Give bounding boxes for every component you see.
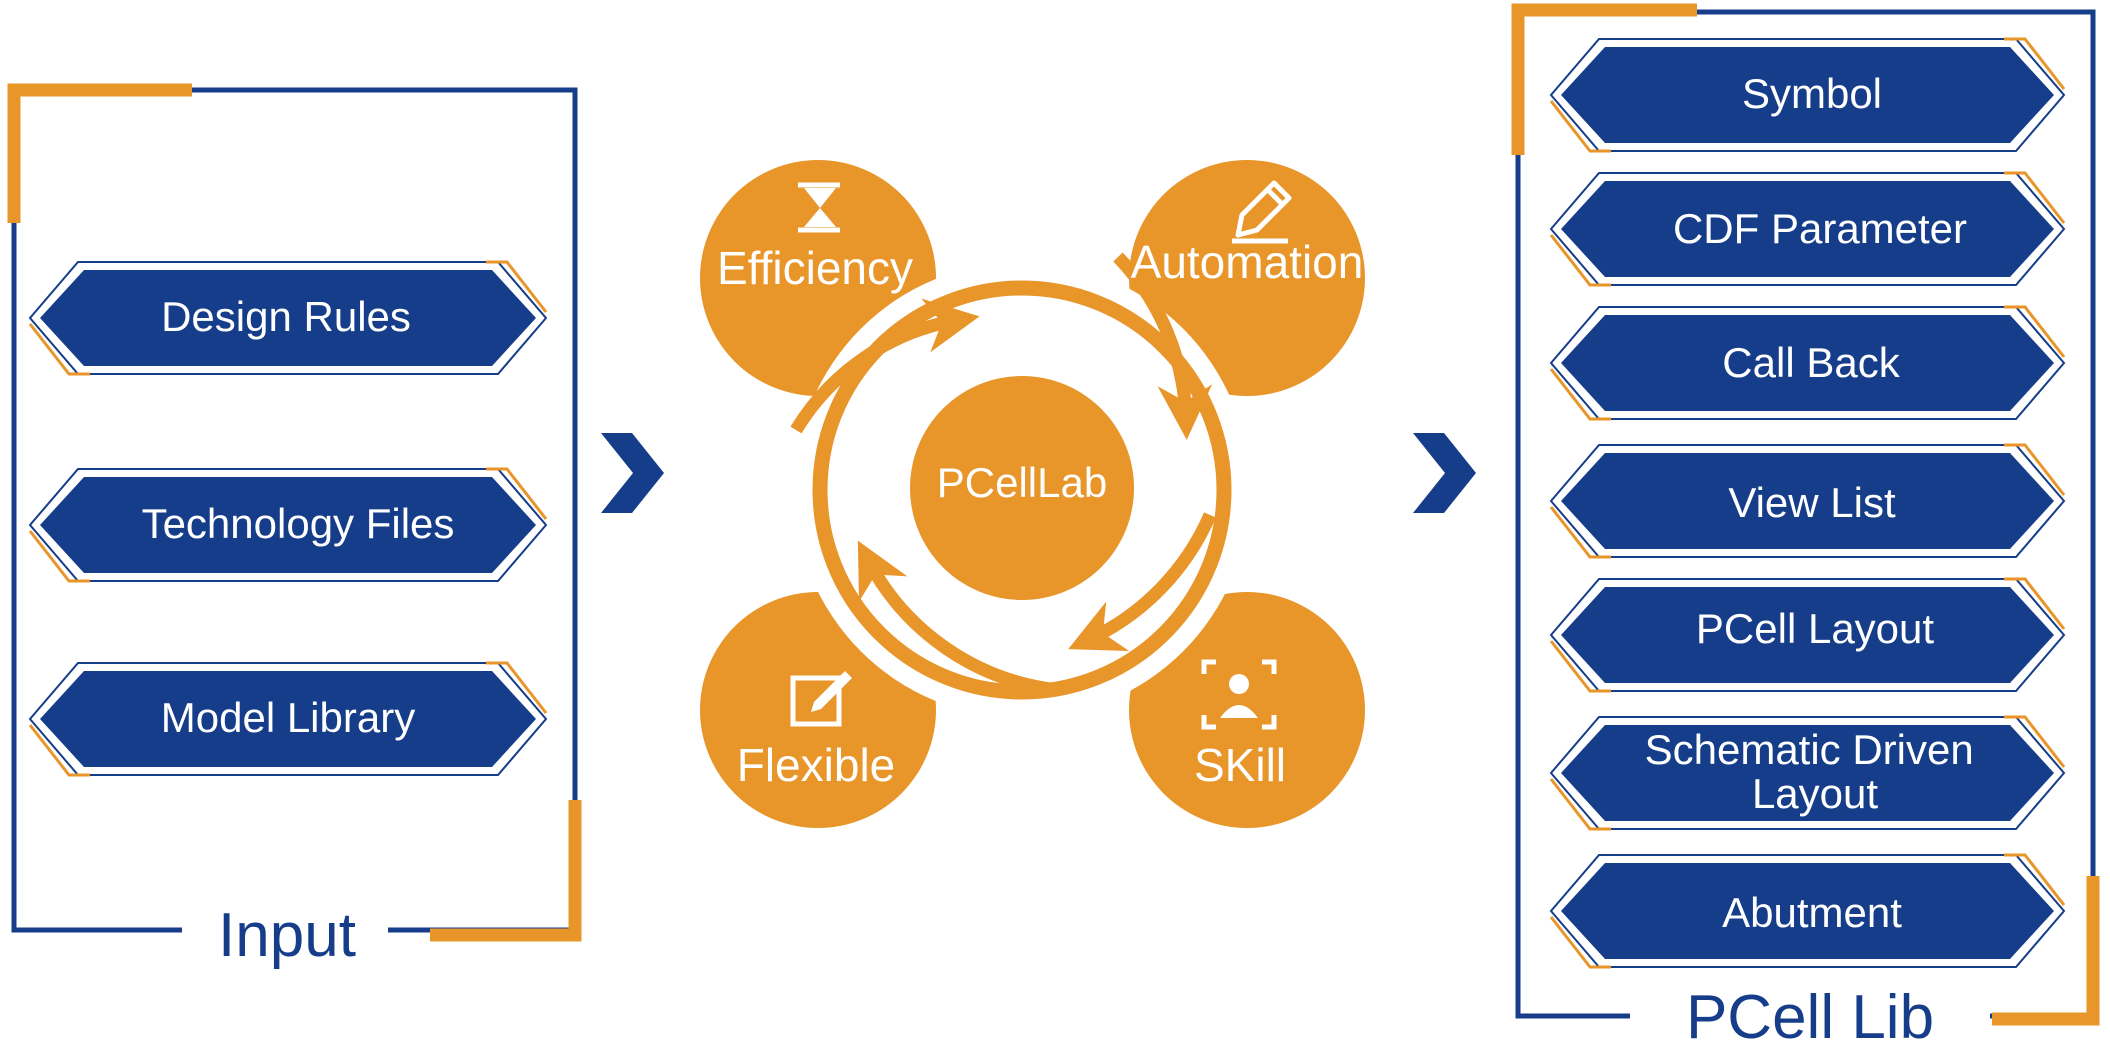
output-item-label: Call Back <box>1722 339 1900 386</box>
output-frame-accent-bottom <box>1992 876 2100 1026</box>
output-title: PCell Lib <box>1686 983 1934 1049</box>
output-item-call-back[interactable]: Call Back <box>1549 305 2066 421</box>
hourglass-icon <box>798 182 840 233</box>
person-scan-icon <box>1201 659 1277 730</box>
feature-label-automation: Automation <box>1131 236 1364 288</box>
input-item-label: Design Rules <box>161 293 411 340</box>
cycle-arrow-left <box>790 298 980 434</box>
feature-label-flexible: Flexible <box>737 739 896 791</box>
input-frame-accent-bottom <box>430 800 582 942</box>
core-circle <box>910 376 1134 600</box>
input-item-technology-files[interactable]: Technology Files <box>28 467 548 583</box>
feature-label-efficiency: Efficiency <box>717 242 913 294</box>
output-item-label: View List <box>1728 479 1896 526</box>
input-item-label: Technology Files <box>142 500 455 547</box>
input-title: Input <box>218 901 356 970</box>
chevron-right-icon <box>1413 433 1476 513</box>
input-item-model-library[interactable]: Model Library <box>28 661 548 777</box>
input-panel: Input Design Rules Technology Files Mode… <box>7 83 582 970</box>
cycle-arrow-bottom-right <box>1068 512 1216 652</box>
output-item-label: Schematic Driven Layout <box>1645 726 1986 817</box>
pencil-icon <box>1232 180 1292 244</box>
output-frame-accent-top <box>1511 3 1697 155</box>
input-item-label: Model Library <box>161 694 415 741</box>
output-item-cdf-parameter[interactable]: CDF Parameter <box>1549 171 2066 287</box>
input-frame-accent-top <box>7 83 192 223</box>
output-item-pcell-layout[interactable]: PCell Layout <box>1549 577 2066 693</box>
cycle-arrow-bottom-left <box>857 540 1059 697</box>
cycle-ring <box>812 280 1232 700</box>
output-item-label: CDF Parameter <box>1673 205 1967 252</box>
input-item-design-rules[interactable]: Design Rules <box>28 260 548 376</box>
output-item-symbol[interactable]: Symbol <box>1549 37 2066 153</box>
output-item-label: Abutment <box>1722 889 1902 936</box>
output-item-label: Symbol <box>1742 70 1882 117</box>
output-panel: PCell Lib Symbol CDF Parameter Call Back <box>1511 3 2100 1049</box>
output-item-view-list[interactable]: View List <box>1549 443 2066 559</box>
center-cycle: PCellLab Efficiency Automation Flexible … <box>700 160 1365 828</box>
feature-label-skill: SKill <box>1194 739 1286 791</box>
output-item-label: PCell Layout <box>1696 605 1934 652</box>
cycle-arrow-right <box>1113 252 1213 440</box>
output-item-abutment[interactable]: Abutment <box>1549 853 2066 969</box>
chevron-right-icon <box>601 433 664 513</box>
core-label: PCellLab <box>937 459 1107 506</box>
edit-square-icon <box>790 671 852 727</box>
output-item-schematic-driven-layout[interactable]: Schematic Driven Layout <box>1549 715 2066 831</box>
